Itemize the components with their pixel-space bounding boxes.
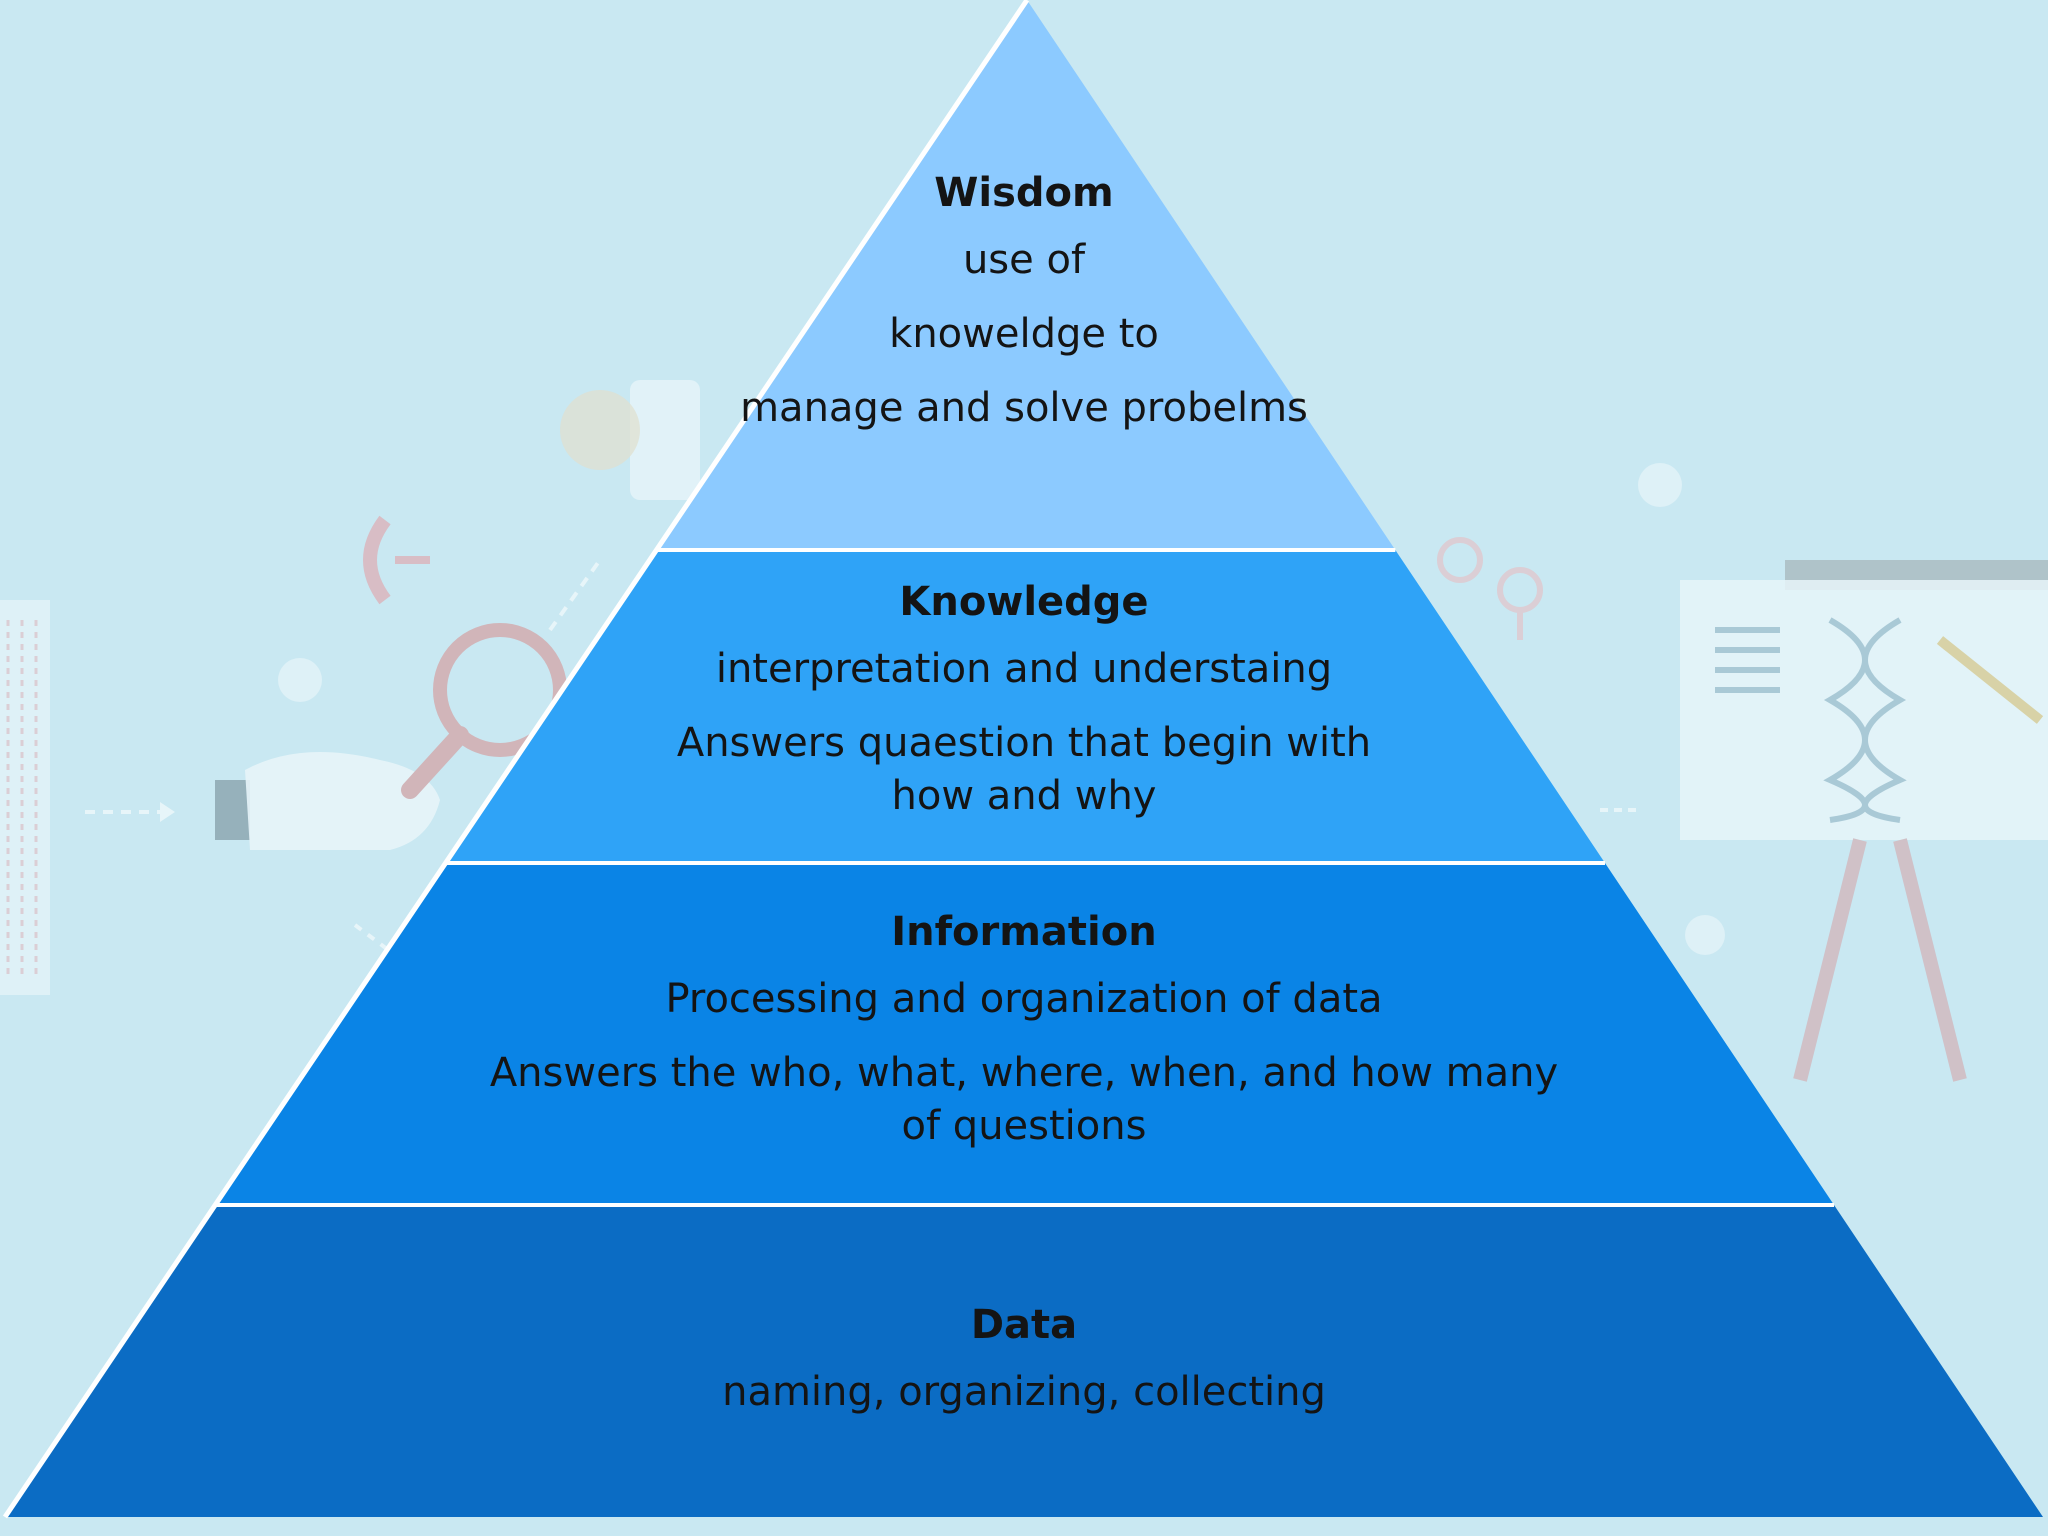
document-icon <box>0 600 50 995</box>
knowledge-description-line: how and why <box>891 773 1157 819</box>
knowledge-description-line: Answers quaestion that begin with <box>676 720 1372 766</box>
pyramid-left-edge <box>2 0 1030 1519</box>
information-description-line: of questions <box>901 1103 1147 1149</box>
pyramid-tier-information <box>215 863 1835 1205</box>
wisdom-title: Wisdom <box>934 170 1114 216</box>
data-label: Data naming, organizing, collecting <box>0 1305 2048 1419</box>
flask-icon <box>1437 537 1543 640</box>
wisdom-description-line: use of <box>962 237 1086 283</box>
pyramid-tier-wisdom <box>656 0 1396 550</box>
wisdom-label: Wisdom use of knoweldge to manage and so… <box>0 173 2048 435</box>
knowledge-title: Knowledge <box>899 579 1149 625</box>
information-title: Information <box>891 909 1157 955</box>
pyramid-tier-knowledge <box>445 550 1605 863</box>
presentation-board-icon <box>1680 560 2048 1082</box>
information-description-line: Answers the who, what, where, when, and … <box>489 1050 1559 1096</box>
information-label: Information Processing and organization … <box>0 912 2048 1153</box>
pyramid-tier-data <box>5 1205 2043 1517</box>
information-description-line: Processing and organization of data <box>665 976 1383 1022</box>
dna-icon <box>1823 617 1907 823</box>
data-description-line: naming, organizing, collecting <box>722 1369 1326 1415</box>
knowledge-label: Knowledge interpretation and understaing… <box>0 582 2048 823</box>
wisdom-description-line: knoweldge to <box>889 311 1159 357</box>
wisdom-description-line: manage and solve probelms <box>740 385 1308 431</box>
data-title: Data <box>970 1302 1078 1348</box>
knowledge-description-line: interpretation and understaing <box>715 646 1333 692</box>
